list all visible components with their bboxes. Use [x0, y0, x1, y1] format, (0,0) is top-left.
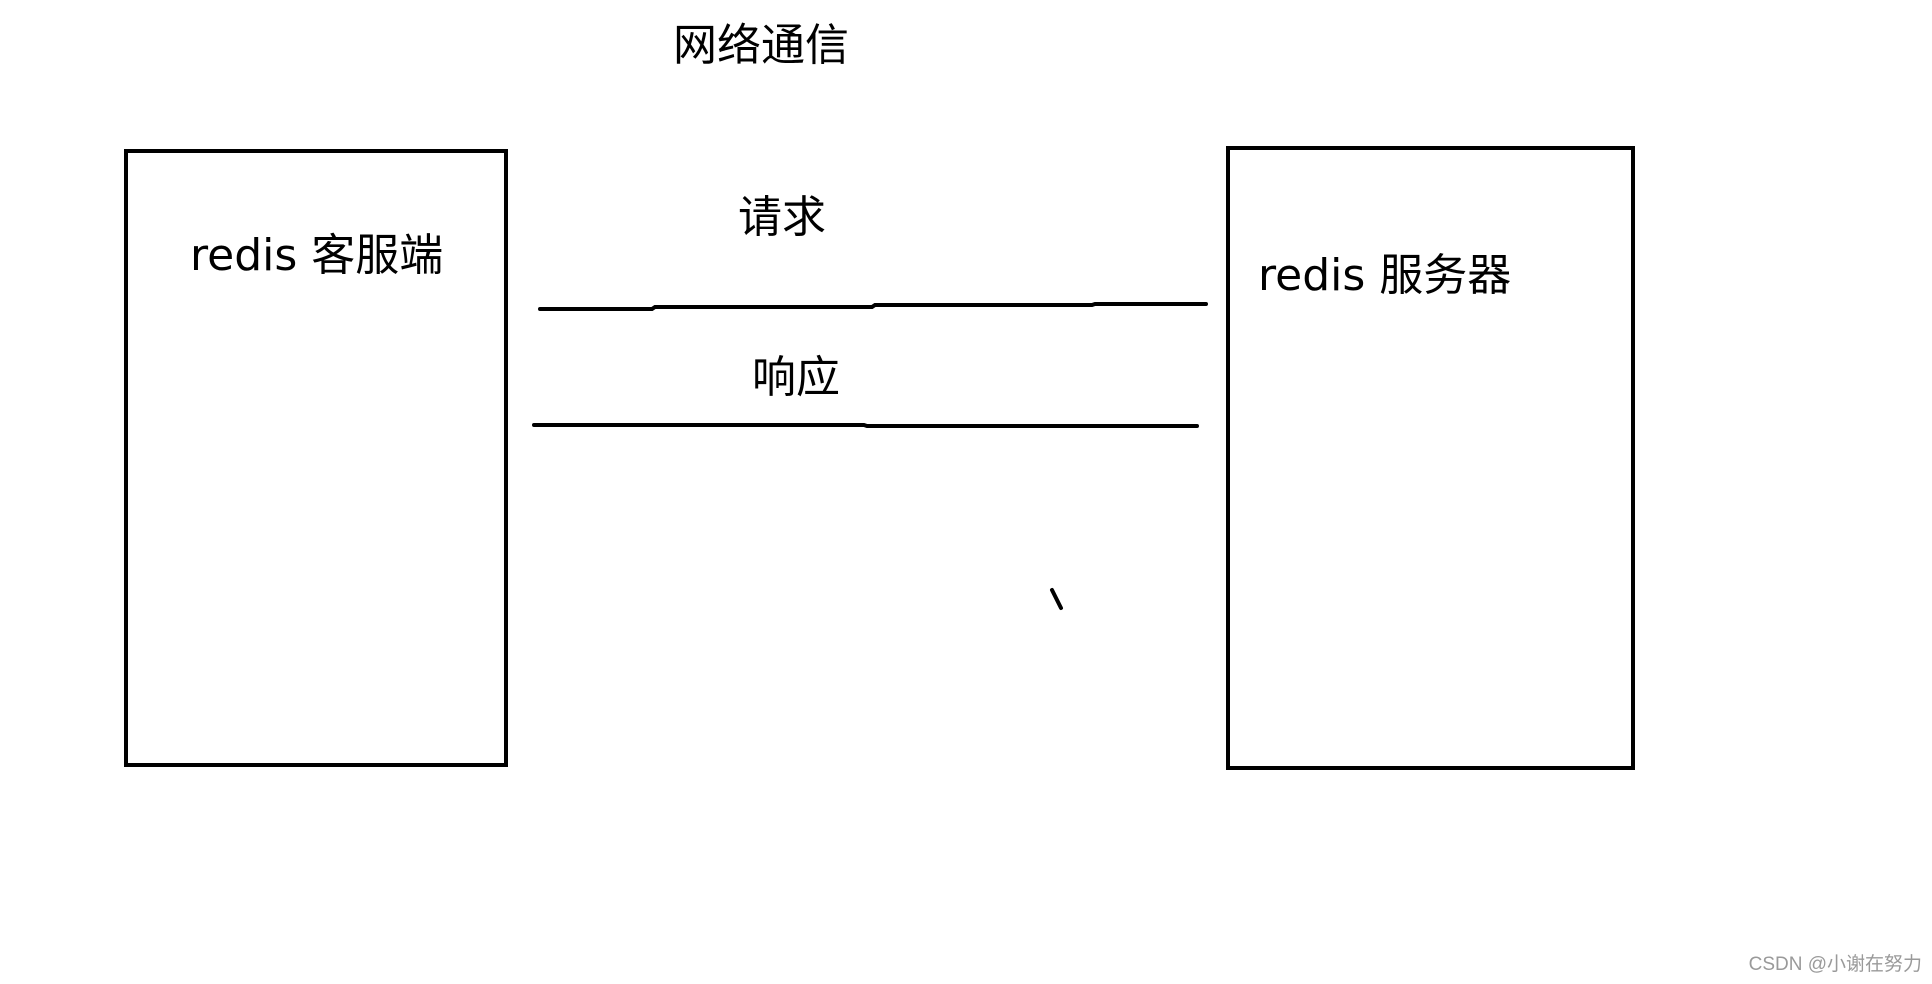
diagram-title: 网络通信 — [673, 20, 849, 71]
client-node-label: redis 客服端 — [190, 230, 444, 281]
server-node-label: redis 服务器 — [1258, 250, 1512, 301]
watermark: CSDN @小谢在努力 — [1748, 954, 1922, 975]
request-line — [538, 302, 1208, 311]
request-edge-label: 请求 — [738, 192, 826, 243]
server-box — [1226, 146, 1635, 770]
response-line — [532, 423, 1199, 428]
client-box — [124, 149, 508, 767]
stray-mark — [1050, 588, 1063, 610]
response-edge-label: 响应 — [752, 352, 840, 403]
